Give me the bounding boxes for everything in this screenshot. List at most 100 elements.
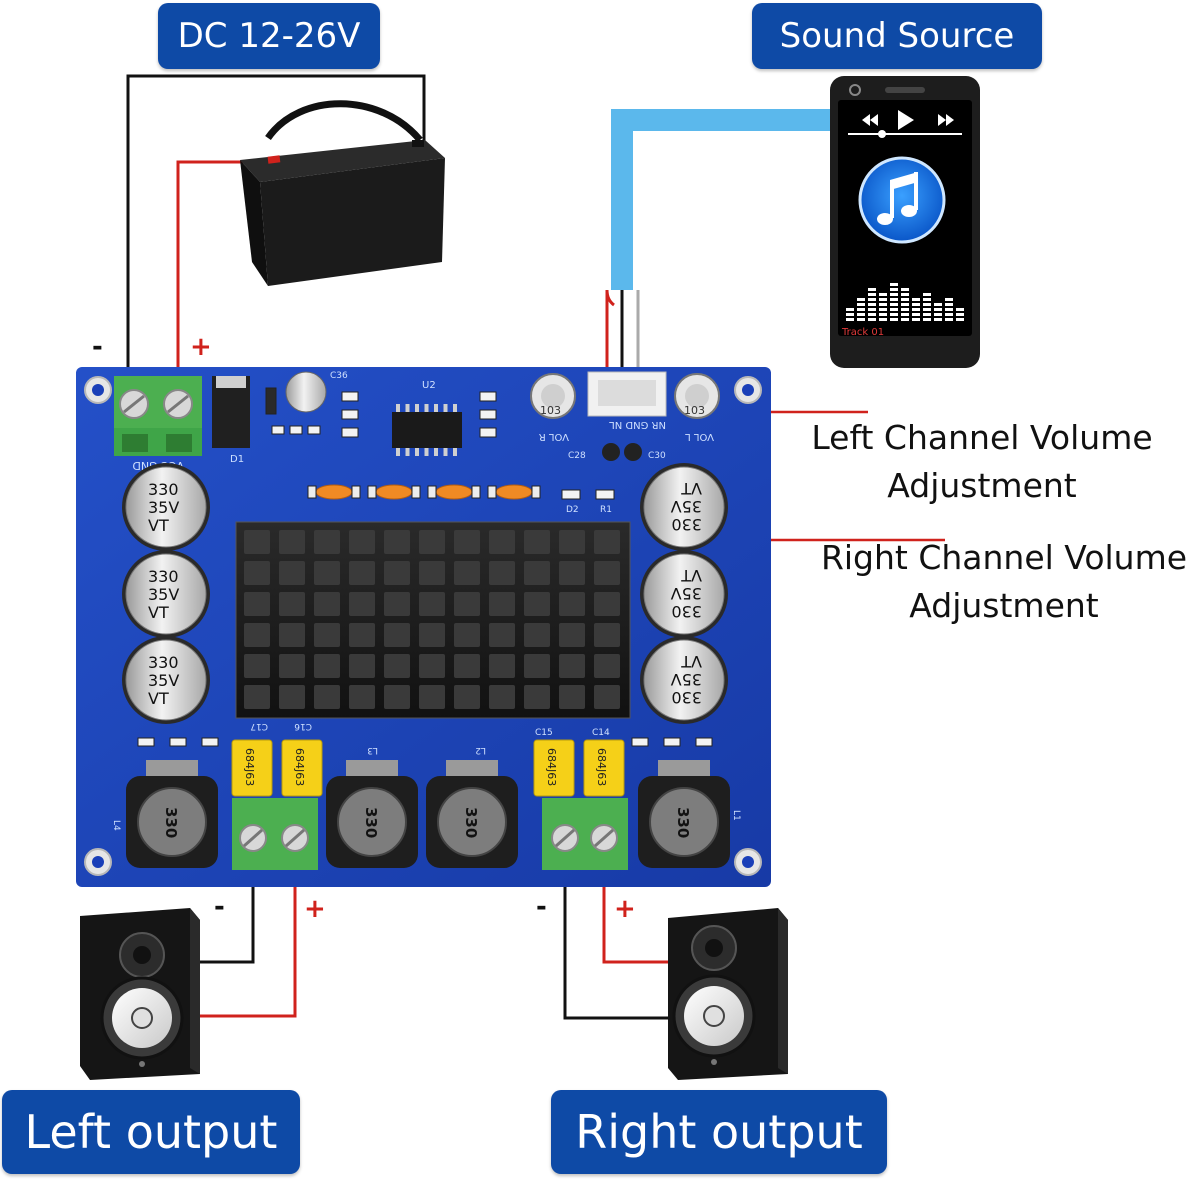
inductor: 330 bbox=[326, 760, 418, 868]
phone-playback-controls bbox=[862, 110, 954, 130]
svg-text:330: 330 bbox=[671, 602, 702, 621]
equalizer-segment bbox=[912, 318, 920, 321]
left-volume-callout: Left Channel Volume Adjustment bbox=[792, 414, 1172, 510]
equalizer-segment bbox=[901, 318, 909, 321]
equalizer-segment bbox=[857, 298, 865, 301]
left-output-terminal bbox=[232, 798, 318, 870]
equalizer-segment bbox=[890, 288, 898, 291]
right-volume-callout: Right Channel Volume Adjustment bbox=[808, 534, 1200, 630]
equalizer-segment bbox=[890, 318, 898, 321]
svg-text:VOL R: VOL R bbox=[539, 431, 569, 442]
left-minus-sign: - bbox=[214, 892, 225, 922]
equalizer-segment bbox=[945, 303, 953, 306]
svg-text:35V: 35V bbox=[148, 498, 179, 517]
svg-text:330: 330 bbox=[462, 807, 480, 838]
equalizer-segment bbox=[901, 298, 909, 301]
right-minus-sign: - bbox=[536, 892, 547, 922]
equalizer-segment bbox=[857, 308, 865, 311]
svg-text:L4: L4 bbox=[111, 820, 121, 831]
equalizer-segment bbox=[923, 293, 931, 296]
equalizer-segment bbox=[857, 318, 865, 321]
svg-text:VOL L: VOL L bbox=[685, 431, 714, 442]
right-speaker bbox=[668, 908, 788, 1080]
left-plus-sign: + bbox=[304, 894, 326, 924]
power-plus-sign: + bbox=[190, 332, 212, 362]
svg-text:C14: C14 bbox=[592, 728, 610, 738]
ceramic-capacitors bbox=[315, 484, 533, 500]
svg-text:VT: VT bbox=[148, 603, 169, 622]
equalizer-segment bbox=[945, 313, 953, 316]
volume-pot-left: 103 bbox=[674, 373, 720, 419]
equalizer-segment bbox=[923, 298, 931, 301]
svg-text:VT: VT bbox=[681, 566, 702, 585]
svg-text:35V: 35V bbox=[148, 585, 179, 604]
svg-text:684J63: 684J63 bbox=[545, 748, 558, 786]
svg-text:U2: U2 bbox=[422, 380, 436, 391]
power-negative-wire bbox=[126, 74, 426, 375]
left-speaker bbox=[80, 908, 200, 1080]
equalizer-segment bbox=[934, 318, 942, 321]
equalizer-segment bbox=[934, 303, 942, 306]
battery bbox=[240, 100, 445, 286]
svg-text:C30: C30 bbox=[648, 451, 666, 461]
equalizer-segment bbox=[923, 318, 931, 321]
svg-text:C16: C16 bbox=[294, 721, 312, 731]
right-volume-callout-line2: Adjustment bbox=[909, 586, 1099, 625]
svg-text:35V: 35V bbox=[671, 497, 702, 516]
left-positive-wire bbox=[200, 842, 297, 1018]
sound-source-label: Sound Source bbox=[752, 3, 1042, 69]
music-note-icon bbox=[858, 156, 946, 244]
left-output-label: Left output bbox=[2, 1090, 300, 1174]
inductor: 330 bbox=[426, 760, 518, 868]
equalizer-segment bbox=[945, 298, 953, 301]
equalizer-segment bbox=[901, 293, 909, 296]
equalizer-segment bbox=[890, 283, 898, 286]
svg-text:330: 330 bbox=[362, 807, 380, 838]
film-capacitor: 684J63 bbox=[281, 739, 323, 797]
svg-text:330: 330 bbox=[148, 480, 179, 499]
equalizer-bars bbox=[846, 283, 964, 321]
svg-text:L3: L3 bbox=[367, 745, 378, 755]
film-capacitor: 684J63 bbox=[231, 739, 273, 797]
svg-text:D1: D1 bbox=[230, 454, 244, 465]
svg-text:C36: C36 bbox=[330, 371, 348, 381]
equalizer-segment bbox=[868, 313, 876, 316]
svg-text:330: 330 bbox=[162, 807, 180, 838]
equalizer-segment bbox=[901, 308, 909, 311]
equalizer-segment bbox=[912, 298, 920, 301]
svg-text:VT: VT bbox=[148, 689, 169, 708]
svg-text:103: 103 bbox=[540, 404, 561, 417]
equalizer-segment bbox=[912, 308, 920, 311]
equalizer-segment bbox=[890, 298, 898, 301]
svg-text:330: 330 bbox=[671, 688, 702, 707]
equalizer-segment bbox=[879, 298, 887, 301]
equalizer-segment bbox=[868, 298, 876, 301]
equalizer-segment bbox=[934, 313, 942, 316]
svg-text:D2: D2 bbox=[566, 505, 579, 515]
equalizer-segment bbox=[901, 303, 909, 306]
equalizer-segment bbox=[890, 308, 898, 311]
equalizer-segment bbox=[945, 318, 953, 321]
svg-text:330: 330 bbox=[671, 515, 702, 534]
amplifier-board: VCC GND D1 C36 U2 103 VOL R bbox=[76, 367, 771, 887]
equalizer-segment bbox=[890, 293, 898, 296]
equalizer-segment bbox=[923, 303, 931, 306]
equalizer-segment bbox=[868, 303, 876, 306]
equalizer-segment bbox=[857, 303, 865, 306]
equalizer-segment bbox=[846, 318, 854, 321]
equalizer-segment bbox=[890, 313, 898, 316]
volume-pot-right: 103 bbox=[530, 373, 576, 419]
svg-text:L1: L1 bbox=[731, 810, 741, 821]
phone-camera bbox=[849, 84, 861, 96]
audio-input-cable bbox=[605, 109, 842, 372]
smartphone: Track 01 bbox=[830, 76, 980, 368]
equalizer-segment bbox=[846, 313, 854, 316]
audio-input-header bbox=[587, 371, 667, 417]
equalizer-segment bbox=[901, 313, 909, 316]
